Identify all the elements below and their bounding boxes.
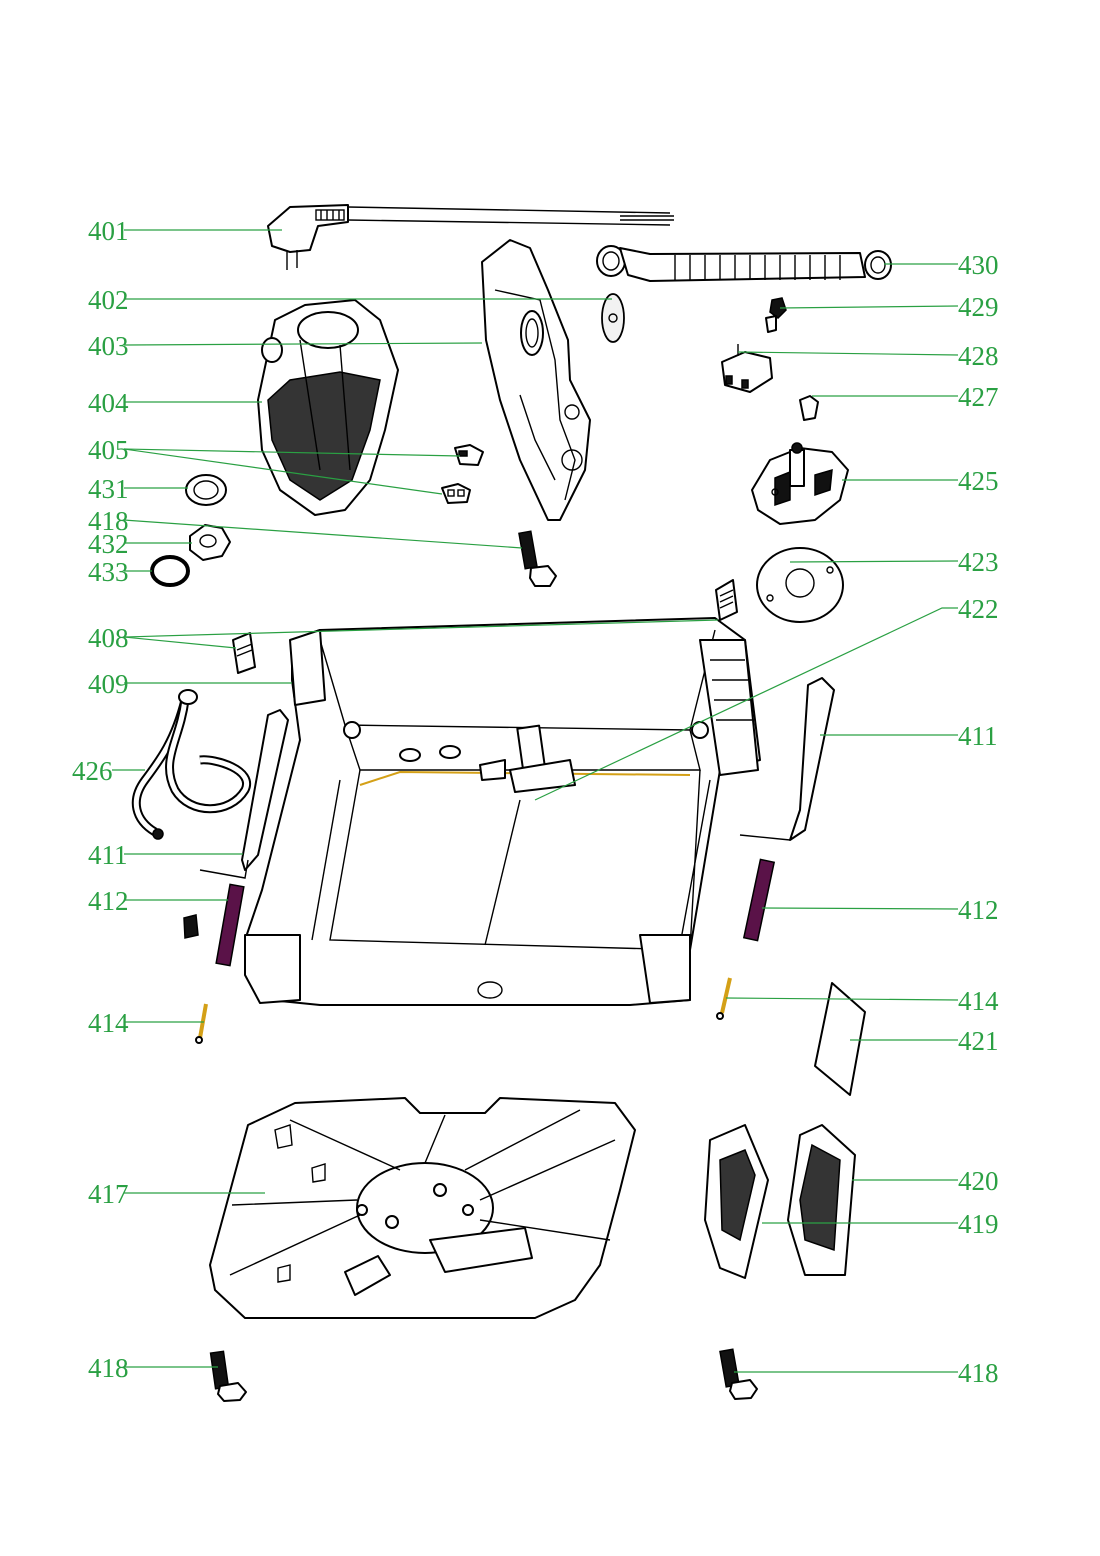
callout-420: 420 — [958, 1166, 999, 1196]
callout-418-bottom-left: 418 — [88, 1353, 129, 1383]
part-float-switch — [721, 344, 773, 393]
callout-423: 423 — [958, 547, 999, 577]
callout-409: 409 — [88, 669, 129, 699]
part-screw-left — [195, 1003, 208, 1044]
callout-422: 422 — [958, 594, 999, 624]
callout-408: 408 — [88, 623, 129, 653]
part-bolt-bottom-right — [719, 1348, 758, 1400]
part-power-cord — [267, 204, 674, 270]
part-drain-hose — [596, 245, 892, 282]
part-bar-left — [215, 883, 245, 967]
callout-418-bottom-right: 418 — [958, 1358, 999, 1388]
callout-403: 403 — [88, 331, 129, 361]
callout-labels-right: 430 429 428 427 425 423 422 411 412 414 … — [958, 250, 999, 1388]
callout-414-left: 414 — [88, 1008, 129, 1038]
callout-labels-left: 401 402 403 404 405 431 418 432 433 408 … — [72, 216, 129, 1383]
part-disc-423 — [756, 547, 844, 623]
part-side-trim-left — [199, 709, 289, 879]
part-control-board — [704, 1124, 769, 1279]
callout-431: 431 — [88, 474, 129, 504]
part-bolt-upper — [518, 530, 557, 587]
callout-418-upper: 418 — [88, 506, 129, 536]
callout-412-right: 412 — [958, 895, 999, 925]
callout-405: 405 — [88, 435, 129, 465]
part-clip-429 — [765, 297, 787, 333]
callout-412-left: 412 — [88, 886, 129, 916]
part-ring-431 — [185, 474, 227, 506]
part-bar-right — [742, 858, 776, 942]
part-427 — [799, 395, 819, 421]
callout-414-right: 414 — [958, 986, 999, 1016]
part-screw-right — [716, 977, 732, 1020]
part-side-panel — [481, 239, 591, 521]
callout-430: 430 — [958, 250, 999, 280]
part-power-board — [787, 1124, 856, 1276]
leader-lines — [112, 229, 959, 1373]
callout-401: 401 — [88, 216, 129, 246]
part-clips — [441, 444, 484, 504]
callout-425: 425 — [958, 466, 999, 496]
part-inlet-hose — [131, 689, 251, 840]
part-small-bracket — [183, 914, 199, 939]
callout-426: 426 — [72, 756, 113, 786]
part-nut-432 — [189, 524, 231, 561]
callout-429: 429 — [958, 292, 999, 322]
part-side-trim-right — [739, 677, 835, 841]
part-bolt-bottom-left — [209, 1350, 247, 1402]
part-base-tray — [209, 1097, 636, 1319]
callout-402: 402 — [88, 285, 129, 315]
callout-419: 419 — [958, 1209, 999, 1239]
callout-411-right: 411 — [958, 721, 998, 751]
callout-421: 421 — [958, 1026, 999, 1056]
callout-417: 417 — [88, 1179, 129, 1209]
part-gasket-433 — [150, 555, 190, 587]
part-round-cover — [601, 293, 625, 343]
callout-427: 427 — [958, 382, 999, 412]
callout-432: 432 — [88, 529, 129, 559]
part-connectors-408 — [232, 579, 738, 674]
callout-433: 433 — [88, 557, 129, 587]
callout-411-left: 411 — [88, 840, 128, 870]
part-base-frame — [244, 617, 761, 1006]
part-drain-housing — [257, 299, 399, 516]
callout-404: 404 — [88, 388, 129, 418]
callout-428: 428 — [958, 341, 999, 371]
part-plate-421 — [814, 982, 866, 1096]
part-pump-cover-425 — [751, 442, 849, 525]
